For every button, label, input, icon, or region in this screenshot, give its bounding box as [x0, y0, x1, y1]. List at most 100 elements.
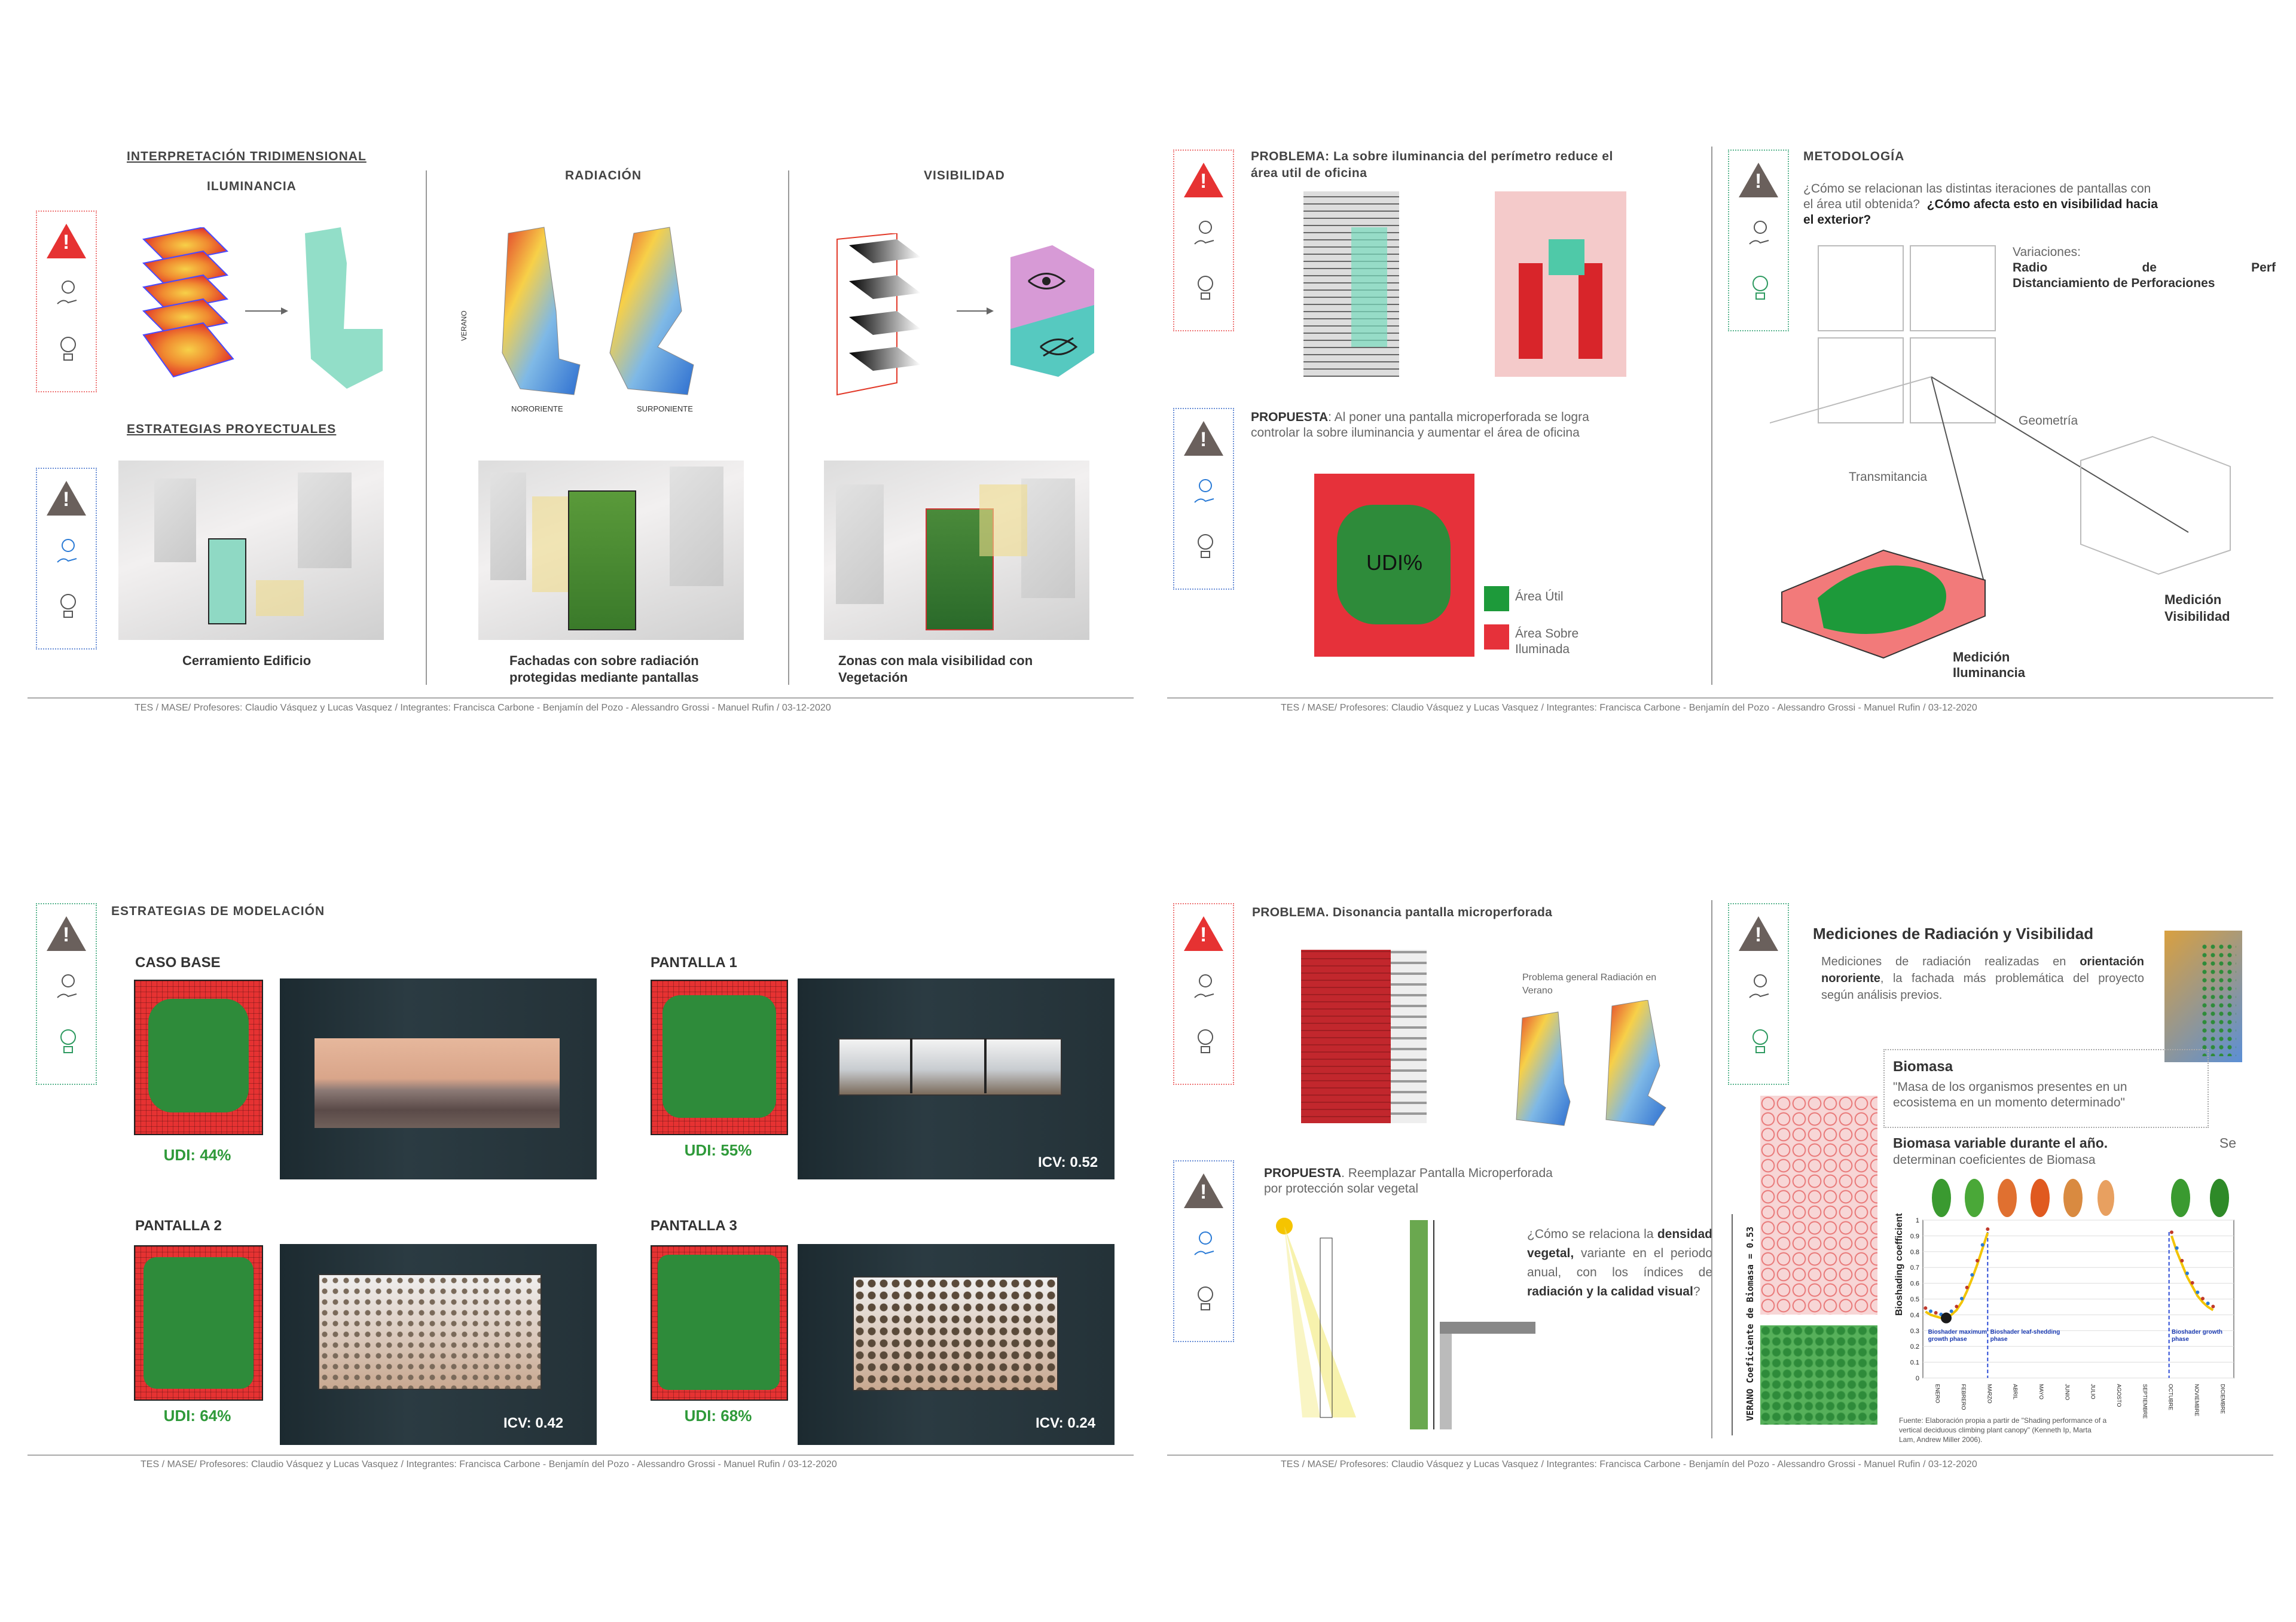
eye-icon: [1028, 273, 1066, 289]
radiation-towers-render: [1516, 1000, 1666, 1126]
medicion-iluminancia-2: Iluminancia: [1953, 665, 2026, 680]
chart-point: [2180, 1258, 2184, 1263]
icv-p1: ICV: 0.52: [1038, 1154, 1098, 1170]
city-render-1: [118, 461, 384, 640]
panel-title: INTERPRETACIÓN TRIDIMENSIONAL: [127, 150, 367, 163]
variaciones-label: Variaciones:: [2013, 245, 2081, 259]
idea-gear-icon: [60, 337, 76, 361]
tower-mesh-render: [1303, 191, 1399, 377]
eye-off-icon: [1040, 337, 1078, 357]
udi-p3: UDI: 68%: [684, 1407, 752, 1425]
idea-gear-icon: [1198, 534, 1213, 558]
chart-point: [2185, 1272, 2189, 1276]
warning-icon: !: [47, 481, 86, 516]
biomasa-heading: Biomasa: [1893, 1059, 1953, 1075]
idea-gear-icon: [60, 594, 76, 618]
verano-label: VERANO: [460, 310, 468, 341]
chart-ytick-label: 0: [1916, 1375, 1919, 1382]
chart-xtick-label: DICIEMBRE: [2219, 1384, 2225, 1414]
iluminancia-diagram: [142, 227, 383, 389]
caption-zonas-2: Vegetación: [838, 670, 908, 685]
question-line-2: el área util obtenida? ¿Cómo afecta esto…: [1803, 197, 2158, 211]
medicion-iluminancia-1: Medición: [1953, 650, 2010, 664]
leaf-icon: [1965, 1179, 1984, 1217]
icon-column-8: !: [1173, 1160, 1234, 1342]
chart-point: [1955, 1304, 1959, 1309]
icon-column-7: !: [1173, 903, 1234, 1085]
chart-xtick-label: MARZO: [1986, 1384, 1992, 1404]
metodologia-heading: METODOLOGÍA: [1803, 150, 1905, 163]
biomasa-box: [1883, 1049, 2209, 1128]
pantalla2-heading: PANTALLA 2: [135, 1218, 222, 1234]
chart-xtick-label: ABRIL: [2013, 1384, 2019, 1400]
medicion-visibilidad-1: Medición: [2164, 592, 2222, 607]
chart-annotation: Bioshader maximum: [1928, 1329, 1987, 1336]
chart-point: [1949, 1309, 1953, 1313]
propuesta-line-1: PROPUESTA: Al poner una pantalla micrope…: [1251, 410, 1589, 424]
chart-annotation: phase: [1990, 1336, 2008, 1343]
view-base: [280, 978, 597, 1179]
chart-point: [1976, 1258, 1979, 1263]
question-line-1: ¿Cómo se relacionan las distintas iterac…: [1803, 182, 2151, 196]
chart-annotation: phase: [2172, 1336, 2189, 1343]
biomasa-definition-2: ecosistema en un momento determinado": [1893, 1096, 2125, 1109]
grid-sample-4: [1910, 337, 1996, 423]
chart-point: [2206, 1301, 2210, 1306]
chart-ytick-label: 0.8: [1910, 1249, 1919, 1256]
footer: TES / MASE/ Profesores: Claudio Vásquez …: [135, 703, 831, 713]
udi-p2: UDI: 64%: [163, 1407, 231, 1425]
biomasa-definition-1: "Masa de los organismos presentes en un: [1893, 1080, 2127, 1094]
udi-grid-base: [134, 980, 263, 1135]
mediciones-text: Mediciones de radiación realizadas en or…: [1821, 955, 2144, 1002]
fuente-1: Fuente: Elaboración propia a partir de "…: [1899, 1416, 2107, 1425]
chart-ytick-label: 0.4: [1910, 1312, 1919, 1319]
illuminance-layers: [142, 227, 234, 378]
udi-label: UDI%: [1366, 550, 1422, 575]
caso-base-heading: CASO BASE: [135, 955, 221, 971]
tower-section-render: [1495, 191, 1626, 377]
chart-xtick-label: FEBRERO: [1961, 1384, 1967, 1410]
caption-zonas-1: Zonas con mala visibilidad con: [838, 653, 1033, 668]
distanciamiento-label: Distanciamiento de Perforaciones: [2013, 276, 2215, 290]
chart-xtick-label: NOVIEMBRE: [2194, 1384, 2200, 1416]
chart-point: [1980, 1243, 1984, 1247]
leaf-icon: [2210, 1179, 2229, 1217]
fuente-3: Lam, Andrew Miller 2006).: [1899, 1435, 1983, 1444]
footer: TES / MASE/ Profesores: Claudio Vásquez …: [1281, 703, 1977, 713]
problema-heading: PROBLEMA. Disonancia pantalla microperfo…: [1252, 905, 1553, 919]
icon-column-3: !: [1173, 150, 1234, 331]
udi-grid-p3: [651, 1245, 788, 1401]
propuesta-line-1: PROPUESTA. Reemplazar Pantalla Microperf…: [1264, 1166, 1553, 1180]
icv-p3: ICV: 0.24: [1036, 1415, 1096, 1431]
panel-title: ESTRATEGIAS DE MODELACIÓN: [111, 904, 325, 918]
vegetal-question: ¿Cómo se relaciona la densidad vegetal, …: [1527, 1227, 1712, 1298]
biomasa-variable-line: Biomasa variable durante el año.Se: [1893, 1135, 2236, 1151]
view-p1: [798, 978, 1115, 1179]
idea-hand-icon: [57, 539, 77, 563]
leaves-row: [1932, 1179, 2229, 1217]
legend-sobre-2: Iluminada: [1515, 642, 1570, 656]
caption-fachadas-1: Fachadas con sobre radiación: [509, 653, 699, 668]
view-p3: [798, 1244, 1115, 1445]
idea-hand-icon: [1194, 1231, 1214, 1255]
legend-swatch-sobre: [1484, 624, 1509, 650]
chart-marker: [1941, 1312, 1952, 1324]
legend-sobre-1: Área Sobre: [1515, 627, 1579, 641]
chart-point: [2190, 1280, 2194, 1285]
idea-gear-icon: [1752, 276, 1768, 300]
volume-shape: [305, 227, 383, 389]
chart-ytick-label: 0.2: [1910, 1343, 1919, 1350]
chart-xtick-label: AGOSTO: [2116, 1384, 2122, 1407]
chart-point: [2201, 1297, 2205, 1301]
idea-hand-icon: [1194, 479, 1214, 503]
warning-icon: !: [1184, 916, 1223, 951]
warning-icon: !: [1739, 916, 1778, 951]
caption-fachadas-2: protegidas mediante pantallas: [509, 670, 699, 685]
biomasa-coeficientes: determinan coeficientes de Biomasa: [1893, 1153, 2096, 1167]
warning-icon: !: [1739, 163, 1778, 197]
udi-p1: UDI: 55%: [684, 1141, 752, 1159]
footer: TES / MASE/ Profesores: Claudio Vásquez …: [141, 1459, 837, 1469]
chart-point: [1986, 1227, 1990, 1231]
